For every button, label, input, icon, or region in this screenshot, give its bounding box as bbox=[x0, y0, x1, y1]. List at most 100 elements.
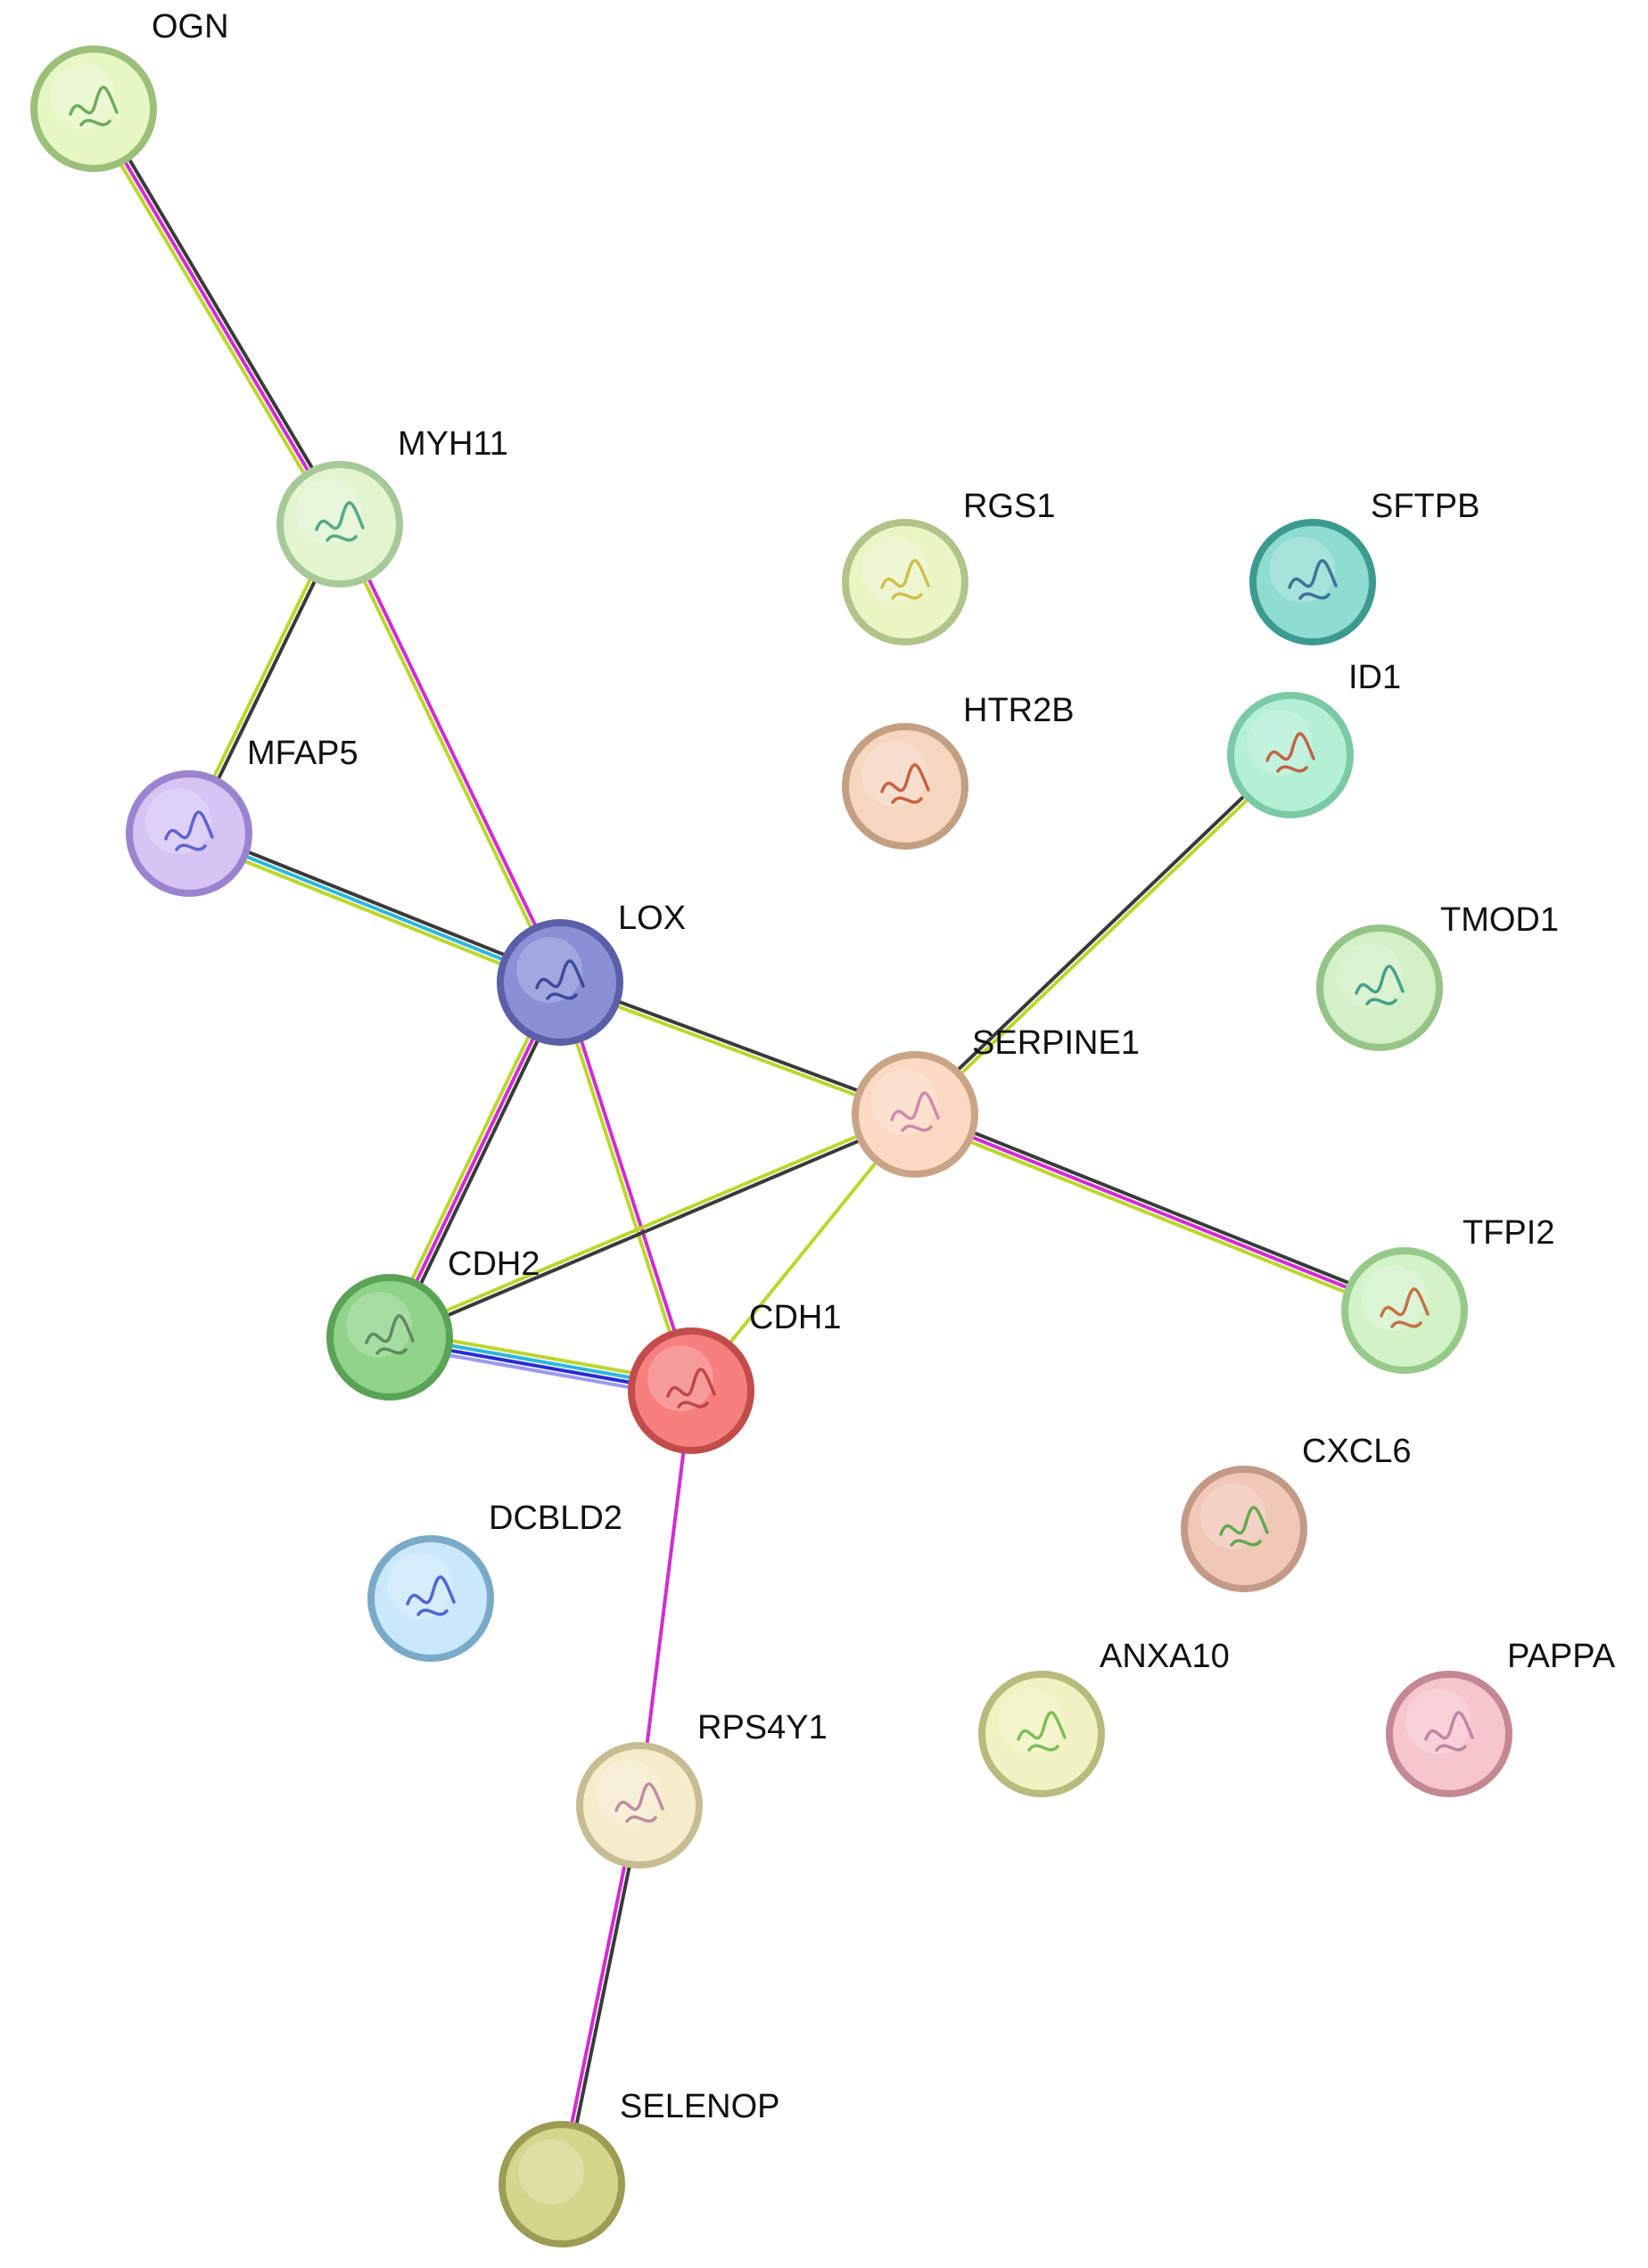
edge-channel-black bbox=[389, 1114, 919, 1342]
node-label-selenop: SELENOP bbox=[620, 2088, 780, 2125]
protein-structure-icon bbox=[1288, 559, 1338, 600]
node-highlight bbox=[516, 937, 582, 1003]
protein-structure-icon bbox=[365, 1314, 415, 1355]
edge-channel-cyan bbox=[187, 832, 562, 984]
edge-channel-yellow-green bbox=[914, 754, 1294, 1118]
node-highlight bbox=[1200, 1483, 1266, 1549]
node-highlight bbox=[1336, 942, 1402, 1008]
node-sftpb[interactable]: SFTPB bbox=[1249, 488, 1479, 645]
edge-mfap5-lox bbox=[185, 826, 564, 990]
node-rgs1[interactable]: RGS1 bbox=[842, 488, 1055, 645]
node-rps4y1[interactable]: RPS4Y1 bbox=[576, 1709, 828, 1869]
edge-channel-yellow-green bbox=[386, 1110, 916, 1337]
edge-channel-magenta bbox=[913, 1113, 1406, 1312]
edge-channel-black bbox=[189, 826, 564, 980]
node-cdh2[interactable]: CDH2 bbox=[326, 1245, 540, 1401]
node-mfap5[interactable]: MFAP5 bbox=[126, 735, 358, 897]
node-dcbld2[interactable]: DCBLD2 bbox=[367, 1500, 622, 1662]
node-highlight bbox=[50, 63, 116, 129]
edge-channel-black bbox=[915, 1107, 1409, 1308]
node-highlight bbox=[596, 1760, 662, 1826]
node-ogn[interactable]: OGN bbox=[30, 8, 229, 172]
node-label-dcbld2: DCBLD2 bbox=[489, 1500, 622, 1537]
node-tfpi2[interactable]: TFPI2 bbox=[1341, 1214, 1554, 1374]
node-label-tfpi2: TFPI2 bbox=[1463, 1214, 1554, 1252]
node-cdh1[interactable]: CDH1 bbox=[628, 1299, 841, 1454]
node-label-cxcl6: CXCL6 bbox=[1302, 1433, 1412, 1470]
node-highlight bbox=[861, 741, 927, 807]
edge-lox-cdh2 bbox=[383, 978, 566, 1342]
edge-channel-yellow-green bbox=[335, 523, 560, 986]
node-label-ogn: OGN bbox=[152, 8, 229, 45]
edge-channel-magenta bbox=[92, 107, 342, 526]
node-label-cdh2: CDH2 bbox=[448, 1245, 540, 1283]
node-circle[interactable] bbox=[499, 2121, 625, 2247]
edge-channel-yellow-green bbox=[87, 109, 338, 529]
protein-structure-icon bbox=[1017, 1711, 1067, 1752]
node-highlight bbox=[647, 1345, 713, 1411]
node-label-anxa10: ANXA10 bbox=[1100, 1638, 1230, 1675]
protein-structure-icon bbox=[69, 86, 119, 127]
edge-channel-yellow-green bbox=[911, 1117, 1405, 1318]
node-label-rgs1: RGS1 bbox=[963, 488, 1055, 525]
protein-structure-icon bbox=[614, 1782, 664, 1823]
edge-channel-magenta bbox=[388, 981, 562, 1339]
node-label-tmod1: TMOD1 bbox=[1440, 901, 1559, 939]
edge-serpine1-tfpi2 bbox=[911, 1107, 1409, 1318]
node-label-pappa: PAPPA bbox=[1507, 1638, 1616, 1675]
edge-channel-yellow-green bbox=[383, 978, 558, 1337]
node-highlight bbox=[998, 1689, 1064, 1754]
protein-structure-icon bbox=[1424, 1711, 1474, 1752]
edge-channel-magenta bbox=[340, 521, 564, 983]
node-id1[interactable]: ID1 bbox=[1227, 659, 1401, 818]
node-highlight bbox=[296, 479, 362, 545]
node-myh11[interactable]: MYH11 bbox=[276, 425, 508, 588]
node-lox[interactable]: LOX bbox=[497, 900, 686, 1046]
node-highlight bbox=[387, 1553, 453, 1619]
edge-channel-black bbox=[911, 752, 1291, 1115]
edges-layer bbox=[87, 104, 1409, 2187]
node-label-myh11: MYH11 bbox=[398, 425, 508, 463]
node-cxcl6[interactable]: CXCL6 bbox=[1181, 1433, 1412, 1592]
protein-structure-icon bbox=[164, 810, 214, 851]
edge-channel-black bbox=[391, 982, 566, 1342]
node-label-rps4y1: RPS4Y1 bbox=[697, 1709, 828, 1746]
node-label-lox: LOX bbox=[618, 900, 686, 937]
edge-serpine1-id1 bbox=[911, 752, 1294, 1118]
edge-channel-yellow-green bbox=[185, 836, 560, 990]
edge-channel-magenta bbox=[638, 1389, 693, 1807]
protein-structure-icon bbox=[1219, 1506, 1269, 1547]
protein-structure-icon bbox=[1355, 965, 1405, 1006]
node-highlight bbox=[871, 1069, 937, 1135]
node-label-sftpb: SFTPB bbox=[1371, 488, 1479, 525]
node-tmod1[interactable]: TMOD1 bbox=[1316, 901, 1559, 1051]
edge-rps4y1-selenop bbox=[557, 1803, 644, 2187]
node-label-cdh1: CDH1 bbox=[749, 1299, 841, 1336]
node-highlight bbox=[1405, 1689, 1471, 1754]
edge-ogn-myh11 bbox=[87, 104, 346, 529]
edge-channel-black bbox=[562, 1804, 644, 2187]
node-highlight bbox=[346, 1292, 412, 1358]
edge-serpine1-cdh2 bbox=[386, 1110, 919, 1342]
node-pappa[interactable]: PAPPA bbox=[1386, 1638, 1616, 1797]
protein-structure-icon bbox=[535, 959, 585, 1000]
protein-structure-icon bbox=[1380, 1287, 1430, 1328]
node-highlight bbox=[1361, 1265, 1427, 1331]
protein-structure-icon bbox=[1265, 732, 1315, 773]
protein-structure-icon bbox=[406, 1575, 456, 1616]
node-anxa10[interactable]: ANXA10 bbox=[978, 1638, 1230, 1797]
node-serpine1[interactable]: SERPINE1 bbox=[852, 1024, 1140, 1178]
protein-structure-icon bbox=[880, 763, 930, 804]
node-highlight bbox=[861, 537, 927, 603]
node-label-mfap5: MFAP5 bbox=[247, 735, 358, 772]
edge-cdh1-rps4y1 bbox=[638, 1389, 693, 1807]
node-selenop[interactable]: SELENOP bbox=[499, 2088, 780, 2247]
edge-channel-yellow-green bbox=[556, 981, 691, 1393]
protein-structure-icon bbox=[315, 501, 365, 542]
node-htr2b[interactable]: HTR2B bbox=[842, 692, 1075, 850]
node-label-serpine1: SERPINE1 bbox=[972, 1024, 1140, 1062]
protein-structure-icon bbox=[890, 1091, 940, 1132]
node-label-htr2b: HTR2B bbox=[963, 692, 1075, 729]
